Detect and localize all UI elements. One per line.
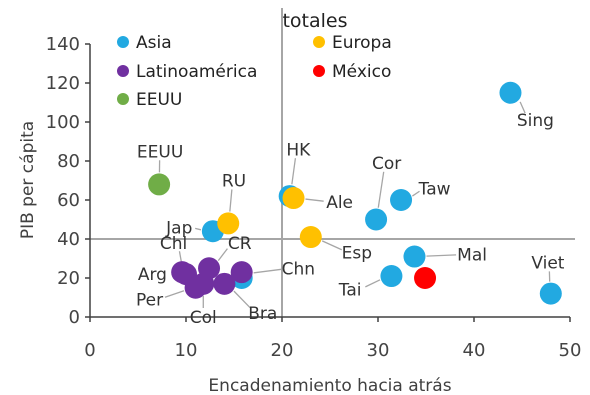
point-label: Chn — [282, 259, 315, 279]
data-point — [380, 265, 403, 288]
leader-line — [195, 227, 202, 231]
point-label: Ale — [326, 193, 353, 213]
data-point — [230, 261, 253, 284]
legend-marker — [117, 65, 129, 77]
legend-marker — [117, 93, 129, 105]
point-label: EEUU — [137, 142, 183, 162]
point-label: RU — [222, 172, 246, 192]
axes — [85, 43, 571, 322]
leader-line — [412, 190, 420, 197]
data-point — [192, 272, 215, 295]
data-point — [217, 212, 240, 235]
data-point — [403, 245, 426, 268]
leader-line — [321, 240, 342, 251]
legend-label: Asia — [136, 33, 172, 53]
data-point — [499, 81, 522, 104]
label-leader-lines — [158, 101, 551, 309]
y-tick-label: 0 — [69, 307, 80, 328]
y-tick-label: 80 — [57, 151, 80, 172]
y-tick-label: 100 — [46, 112, 80, 133]
tick-labels: 0 20 40 60 80 100 120 140 0 10 20 30 40 50 — [46, 34, 582, 361]
y-tick-label: 60 — [57, 190, 80, 211]
point-label: Chl — [160, 234, 187, 254]
point-label: HK — [286, 140, 311, 160]
data-point — [282, 187, 305, 210]
point-label: Cor — [372, 154, 401, 174]
point-label: Col — [190, 308, 217, 328]
legend-label: México — [332, 62, 391, 82]
data-point — [414, 267, 437, 289]
leader-line — [377, 171, 385, 208]
leader-line — [305, 198, 324, 202]
y-tick-label: 20 — [57, 268, 80, 289]
x-axis-title: Encadenamiento hacia atrás — [208, 376, 451, 395]
leader-line — [233, 290, 251, 309]
data-point — [365, 208, 388, 231]
x-tick-label: 30 — [367, 340, 390, 361]
data-point — [539, 282, 562, 305]
point-label: Esp — [342, 244, 372, 264]
chart-title: totales — [282, 10, 347, 32]
leader-line — [164, 290, 185, 298]
leader-line — [178, 251, 183, 264]
y-tick-label: 40 — [57, 229, 80, 250]
data-point — [148, 173, 171, 196]
legend-label: Europa — [332, 33, 392, 53]
point-label: CR — [228, 234, 252, 254]
point-label: Sing — [517, 111, 554, 131]
x-tick-label: 10 — [175, 340, 198, 361]
x-tick-label: 50 — [559, 340, 582, 361]
x-tick-label: 20 — [271, 340, 294, 361]
leader-line — [519, 101, 526, 114]
x-tick-label: 40 — [463, 340, 486, 361]
data-point — [213, 272, 236, 295]
legend-marker — [117, 36, 129, 48]
leader-line — [291, 158, 297, 185]
leader-line — [253, 268, 283, 274]
y-tick-label: 140 — [46, 34, 80, 55]
legend-marker — [313, 36, 325, 48]
point-label: Arg — [138, 265, 167, 285]
leader-line — [426, 254, 457, 257]
point-label: Taw — [418, 179, 451, 199]
y-axis-title: PIB per cápita — [18, 121, 38, 239]
point-label: Viet — [531, 253, 564, 273]
leader-line — [229, 189, 233, 212]
leader-line — [217, 248, 228, 262]
data-point — [171, 261, 194, 284]
x-tick-label: 0 — [84, 340, 95, 361]
data-point — [390, 189, 413, 211]
point-label: Bra — [248, 304, 277, 324]
point-label: Jap — [165, 218, 192, 238]
legend-label: EEUU — [136, 90, 182, 110]
point-label: Mal — [457, 246, 487, 266]
leader-line — [365, 279, 381, 288]
legend-label: Latinoamérica — [136, 62, 257, 82]
legend-marker — [313, 65, 325, 77]
data-points — [148, 81, 562, 305]
reference-lines — [90, 8, 575, 317]
point-label: Tai — [338, 281, 362, 301]
data-point — [299, 226, 322, 249]
point-label: Per — [136, 290, 163, 310]
y-tick-label: 120 — [46, 73, 80, 94]
